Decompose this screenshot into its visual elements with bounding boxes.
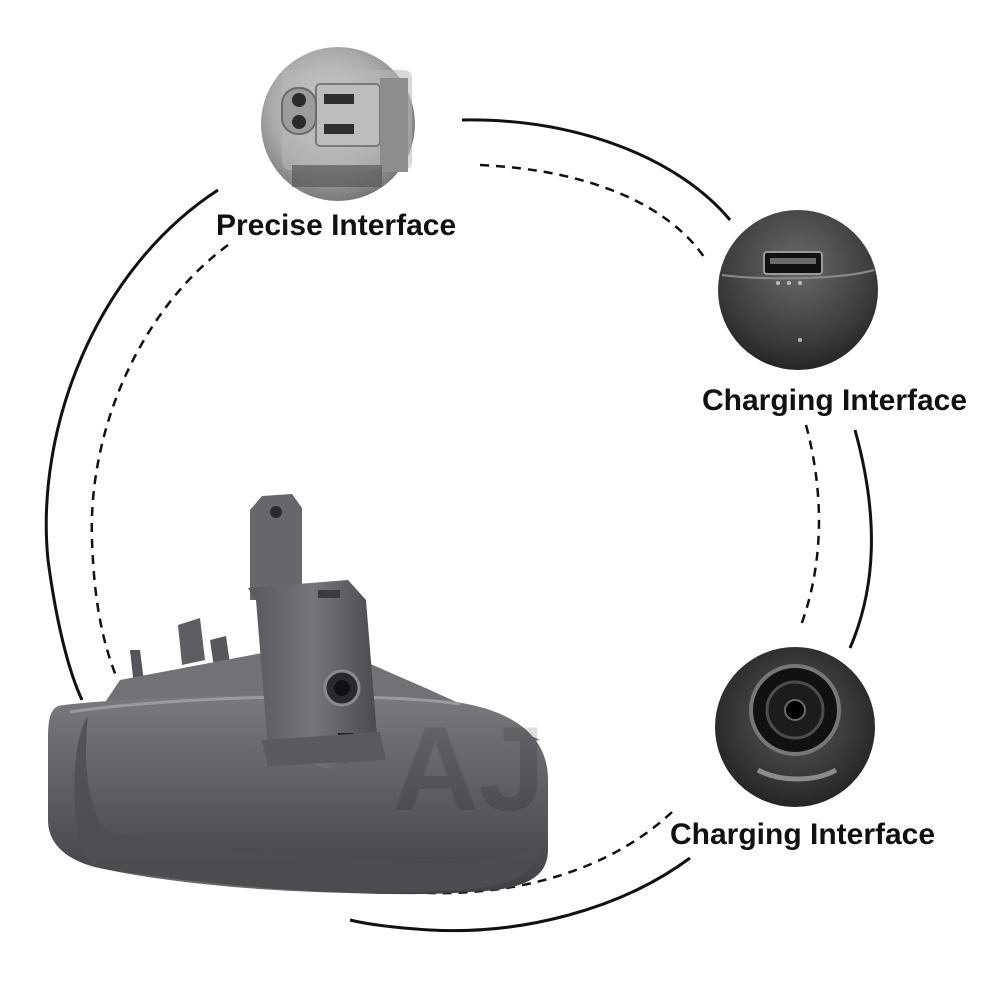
ring-solid	[44, 118, 873, 933]
svg-text:AJ: AJ	[392, 702, 545, 836]
charging-interface-label-bottom: Charging Interface	[670, 818, 936, 851]
precise-interface-label: Precise Interface	[216, 209, 457, 242]
usb-port-closeup	[718, 210, 878, 370]
battery-pack	[48, 494, 548, 895]
ring-dashed	[90, 163, 821, 895]
round-dc-jack-closeup	[715, 647, 875, 807]
watermark: AJ	[392, 702, 545, 836]
two-pin-connector-closeup	[261, 47, 415, 201]
charging-interface-label-top: Charging Interface	[702, 384, 968, 417]
